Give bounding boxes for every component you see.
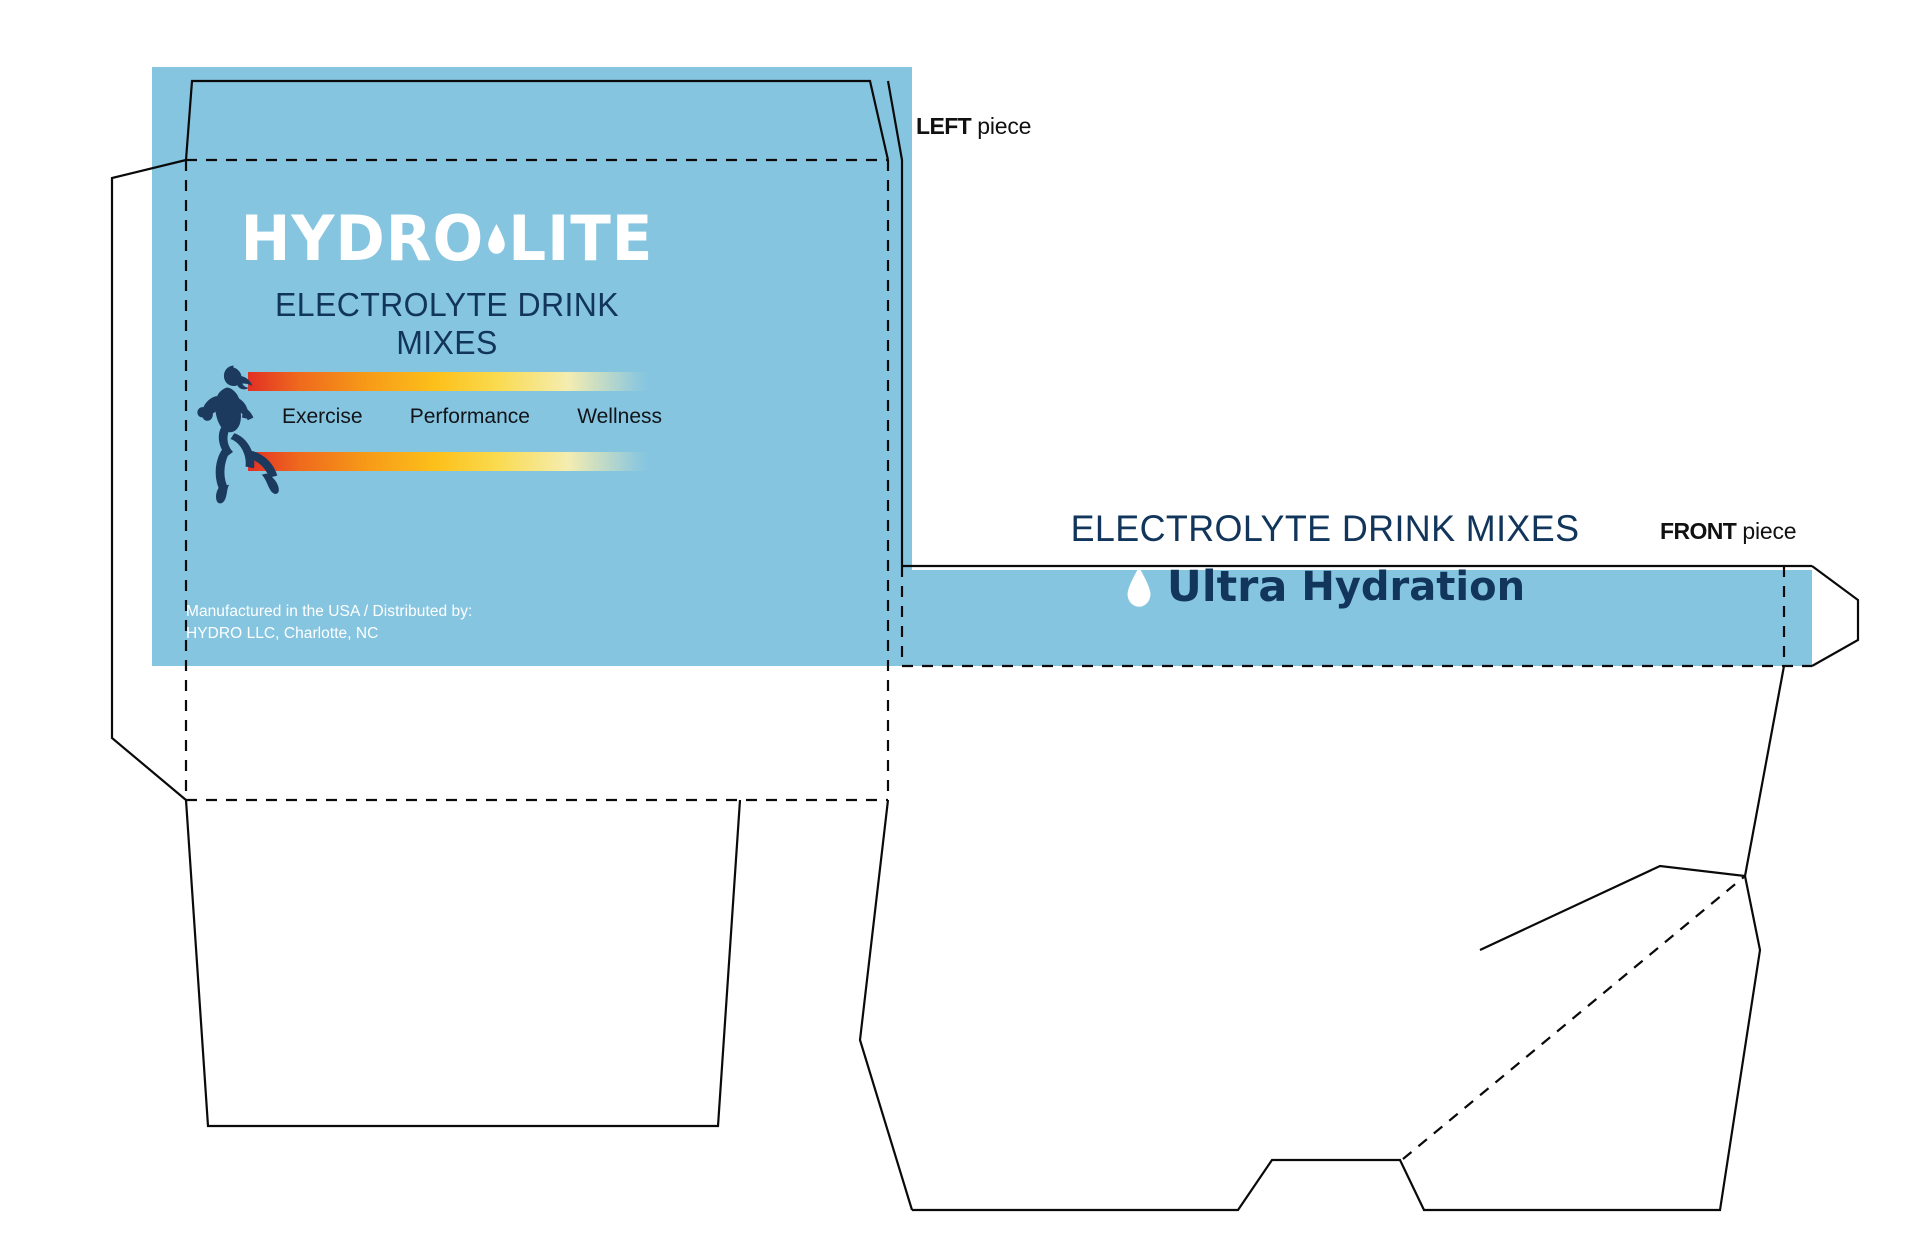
left-glue-tab-cut [110,158,187,801]
wordmark: HYDRO LITE [241,206,654,272]
left-panel-subtitle: ELECTROLYTE DRINK MIXES [275,286,619,361]
legal-line-2: HYDRO LLC, Charlotte, NC [186,625,379,643]
left-top-flap-cut [184,79,890,161]
tagline-exercise: Exercise [282,405,363,428]
front-flap-right-cut [1743,665,1786,877]
left-right-edge-cut [886,80,904,566]
legal-line-1: Manufactured in the USA / Distributed by… [186,603,473,620]
front-piece-annotation: FRONT piece [1660,518,1797,545]
front-subtitle-regular: Hydration [1301,564,1526,610]
water-drop-icon [1127,567,1151,607]
tagline-wellness: Wellness [577,405,662,428]
left-piece-annotation: LEFT piece [916,113,1031,140]
gradient-bar-top [248,372,648,391]
front-panel-artwork: ELECTROLYTE DRINK MIXES Ultra Hydration [730,508,1920,612]
wordmark-part2: LITE [508,201,654,275]
tagline-performance: Performance [409,405,530,428]
tagline-row: Exercise Performance Wellness [282,405,662,429]
front-flap-diagonal-fold [1402,875,1746,1160]
front-subtitle-bold: Ultra [1166,562,1288,612]
wordmark-part1: HYDRO [240,201,485,275]
left-bottom-flap-cut [184,799,742,1128]
brand-block: HYDRO LITE ELECTROLYTE DRINK MIXES [232,206,662,362]
left-panel-fill [152,67,912,666]
benefits-band: Exercise Performance Wellness [186,360,666,505]
front-piece-annotation-bold: FRONT [1660,518,1737,544]
left-front-bridge-cut [858,799,914,1211]
running-woman-silhouette-icon [197,365,279,504]
legal-text: Manufactured in the USA / Distributed by… [186,601,472,646]
front-piece-annotation-rest: piece [1736,518,1797,544]
left-piece-annotation-bold: LEFT [916,113,972,139]
front-right-tab-cut [1811,565,1860,667]
front-panel-title: ELECTROLYTE DRINK MIXES [1070,508,1580,549]
front-panel-subtitle: Ultra Hydration [730,562,1920,612]
front-bottom-flap-cut [912,864,1762,1212]
left-piece-annotation-rest: piece [971,113,1032,139]
water-drop-icon [487,224,505,254]
front-panel-fill-2 [892,570,1812,666]
gradient-bar-bottom [248,452,648,471]
